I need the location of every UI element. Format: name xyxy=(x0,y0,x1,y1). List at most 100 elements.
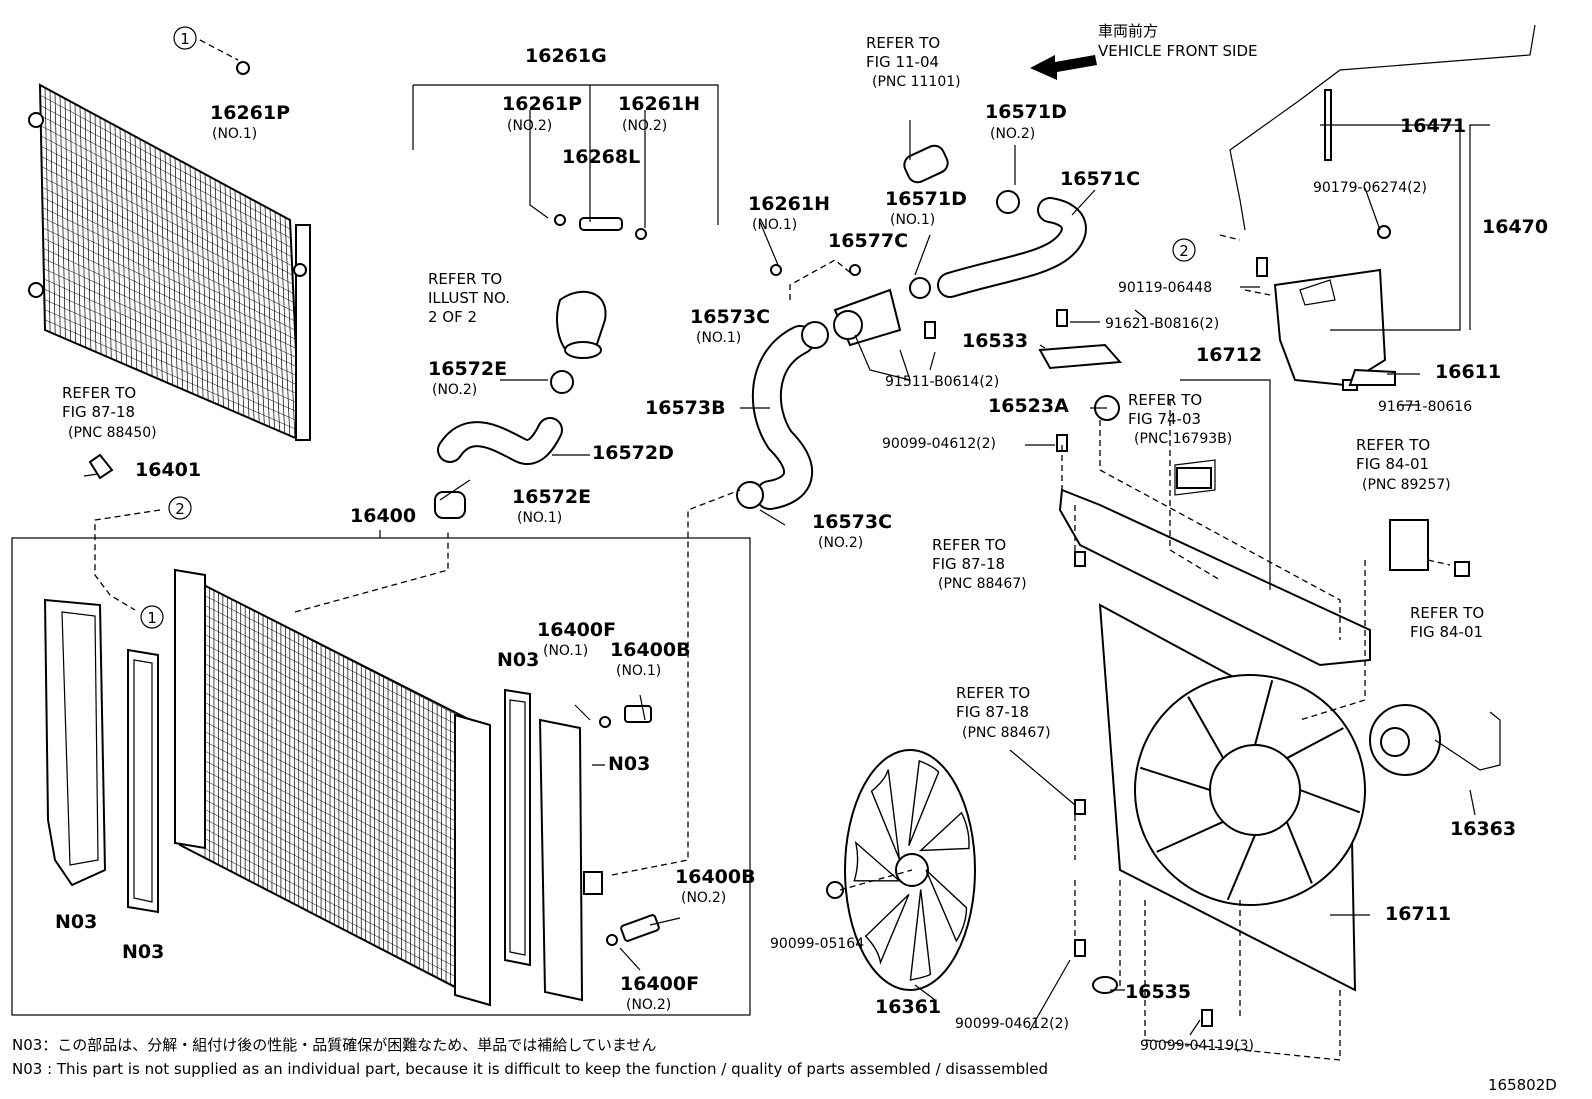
core-fin-line xyxy=(204,644,456,773)
footnotes: N03：この部品は、分解・組付け後の性能・品質確保が困難なため、単品では補給して… xyxy=(12,1036,1557,1094)
illustration-id: 165802D xyxy=(1488,1076,1557,1094)
thermostat-parts xyxy=(434,290,607,519)
core-fin-line xyxy=(42,207,296,331)
core-fin-line xyxy=(204,712,456,841)
part-sub-label: (NO.1) xyxy=(696,330,741,346)
part-labels: 16261P (NO.1) 16261G 16261P (NO.2) 16261… xyxy=(55,45,1548,1054)
left-tank-illustration xyxy=(43,598,107,887)
part-label: 16523A xyxy=(988,395,1069,417)
part-label: 90179-06274(2) xyxy=(1313,180,1427,196)
core-fin-line xyxy=(1254,679,1274,746)
ref-fig84a-line3: (PNC 89257) xyxy=(1362,477,1451,493)
fan-blade xyxy=(908,759,940,846)
part-label: 90099-04612(2) xyxy=(882,436,996,452)
part-label: 91511-B0614(2) xyxy=(885,374,999,390)
radiator-illustration xyxy=(174,568,491,1007)
connector-illustration xyxy=(1389,519,1470,577)
lower-hose-illustration xyxy=(736,321,829,510)
core-fin-line xyxy=(39,84,291,221)
ref-fig87b-line2: FIG 87-18 xyxy=(932,555,1005,573)
core-fin-line xyxy=(40,125,292,257)
core-fin-line xyxy=(1226,834,1256,901)
core-fin-line xyxy=(1299,789,1361,814)
gasket-right-illustration xyxy=(504,688,531,967)
part-sub-label: (NO.2) xyxy=(818,535,863,551)
core-fin-line xyxy=(204,721,456,851)
part-sub-label: (NO.1) xyxy=(212,126,257,142)
core-fin-line xyxy=(204,673,456,802)
vehicle-front-jp: 車両前方 xyxy=(1098,22,1158,40)
part-sub-label: (NO.1) xyxy=(616,663,661,679)
core-fin-line xyxy=(204,595,456,724)
circle-marker-label: 2 xyxy=(1179,242,1189,260)
circle-marker-2-left: 2 xyxy=(168,496,192,520)
core-fin-line xyxy=(204,614,456,744)
core-fin-line xyxy=(204,838,456,967)
ref-fig87b-line3: (PNC 88467) xyxy=(938,576,1027,592)
core-fin-line xyxy=(204,828,456,958)
condenser-illustration xyxy=(28,83,311,442)
ref-fig84a-line1: REFER TO xyxy=(1356,436,1430,454)
core-fin-line xyxy=(204,741,456,870)
part-sub-label: (NO.2) xyxy=(622,118,667,134)
circle-marker-1-top: 1 xyxy=(173,26,197,50)
part-sub-label: (NO.2) xyxy=(432,382,477,398)
part-label: 16571D xyxy=(885,188,967,210)
circle-marker-2-right: 2 xyxy=(1172,238,1196,262)
part-label: N03 xyxy=(55,911,97,933)
core-fin-line xyxy=(204,799,456,928)
part-sub-label: (NO.2) xyxy=(990,126,1035,142)
gasket-left-illustration xyxy=(127,648,159,914)
core-fin-line xyxy=(204,653,456,783)
core-fin-line xyxy=(43,258,298,377)
part-label: 16711 xyxy=(1385,903,1451,925)
core-fin-line xyxy=(204,848,456,977)
part-label: 16572E xyxy=(512,486,591,508)
part-label: 16363 xyxy=(1450,818,1516,840)
ref-fig11-line3: (PNC 11101) xyxy=(872,74,961,90)
fan-blade xyxy=(925,869,968,943)
part-label: 90099-04119(3) xyxy=(1140,1038,1254,1054)
ref-fig87b-line1: REFER TO xyxy=(932,536,1006,554)
core-fin-line xyxy=(1285,821,1313,884)
part-sub-label: (NO.1) xyxy=(890,212,935,228)
ref-fig74-line1: REFER TO xyxy=(1128,391,1202,409)
part-sub-label: (NO.1) xyxy=(543,643,588,659)
part-label: 16261H xyxy=(748,193,830,215)
ref-fig87c-line3: (PNC 88467) xyxy=(962,725,1051,741)
part-label: 16400B xyxy=(675,866,756,888)
core-fin-line xyxy=(44,299,299,413)
circle-marker-1-left: 1 xyxy=(140,605,164,629)
ref-fig87c-line2: FIG 87-18 xyxy=(956,703,1029,721)
core-fin-line xyxy=(40,115,292,248)
core-fin-line xyxy=(1156,820,1224,853)
vehicle-front-en: VEHICLE FRONT SIDE xyxy=(1098,42,1258,60)
core-fin-line xyxy=(42,227,296,349)
core-fin-line xyxy=(43,278,299,395)
core-fin-line xyxy=(43,248,297,367)
core-fin-line xyxy=(44,329,301,441)
part-label: N03 xyxy=(608,753,650,775)
core-fin-line xyxy=(204,818,456,948)
part-label: 16533 xyxy=(962,330,1028,352)
ref-fig74-line2: FIG 74-03 xyxy=(1128,410,1201,428)
ref-illust-line2: ILLUST NO. xyxy=(428,289,510,307)
part-sub-label: (NO.1) xyxy=(517,510,562,526)
drain-plug-parts xyxy=(599,705,660,946)
part-label: N03 xyxy=(122,941,164,963)
core-fin-line xyxy=(204,663,456,792)
footnote-en: N03 : This part is not supplied as an in… xyxy=(12,1060,1048,1078)
part-label: 16572E xyxy=(428,358,507,380)
core-fin-line xyxy=(204,585,456,715)
core-fin-line xyxy=(204,750,456,880)
ref-fig74-line3: (PNC 16793B) xyxy=(1134,431,1232,447)
fan-motor-illustration xyxy=(1369,704,1501,776)
core-fin-line xyxy=(1187,696,1225,759)
core-fin-line xyxy=(204,682,456,812)
fan-blade xyxy=(864,893,910,965)
part-label: 16611 xyxy=(1435,361,1501,383)
part-label: 16400B xyxy=(610,639,691,661)
ref-fig11-line2: FIG 11-04 xyxy=(866,53,939,71)
footnote-jp: N03：この部品は、分解・組付け後の性能・品質確保が困難なため、単品では補給して… xyxy=(12,1036,656,1054)
